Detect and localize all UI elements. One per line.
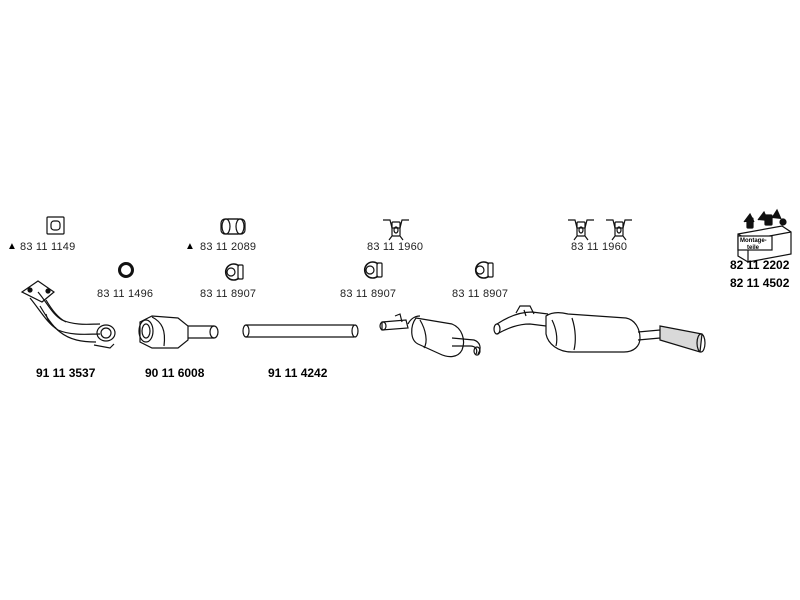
kit-part-number-2: 82 11 4502 (730, 276, 790, 290)
clamp-icon-1 (224, 263, 244, 281)
rear-muffler-illustration (493, 305, 706, 353)
center-muffler-illustration (379, 313, 481, 358)
clamp-sleeve-icon (220, 218, 246, 235)
hanger-part-number-1: 83 11 1960 (367, 241, 424, 253)
square-gasket-icon (46, 216, 65, 235)
intermediate-pipe-illustration (242, 324, 359, 338)
hanger-part-number-2: 83 11 1960 (571, 241, 628, 253)
clamp-icon-3 (474, 261, 494, 279)
svg-text:teile: teile (747, 245, 760, 251)
clamp-icon-2 (363, 261, 383, 279)
o-ring-part-number: 83 11 1496 (97, 288, 154, 300)
warning-triangle-icon-1: ▲ (7, 241, 17, 252)
manifold-pipe-illustration (20, 280, 116, 349)
o-ring-icon (118, 262, 134, 278)
clamp-sleeve-part-number: 83 11 2089 (200, 241, 257, 253)
svg-text:Montage-: Montage- (740, 238, 767, 244)
clamp-part-number-2: 83 11 8907 (340, 288, 397, 300)
rubber-hanger-icon-3 (606, 219, 632, 241)
catalytic-converter-part-number: 90 11 6008 (145, 366, 205, 380)
warning-triangle-icon-2: ▲ (185, 241, 195, 252)
clamp-part-number-1: 83 11 8907 (200, 288, 257, 300)
manifold-pipe-part-number: 91 11 3537 (36, 366, 96, 380)
rubber-hanger-icon-2 (568, 219, 594, 241)
rubber-hanger-icon-1 (383, 219, 409, 241)
clamp-part-number-3: 83 11 8907 (452, 288, 509, 300)
catalytic-converter-illustration (138, 315, 219, 349)
mounting-kit-box-icon: Montage- teile (737, 208, 792, 263)
intermediate-pipe-part-number: 91 11 4242 (268, 366, 328, 380)
kit-part-number-1: 82 11 2202 (730, 258, 790, 272)
gasket-part-number: 83 11 1149 (20, 241, 76, 253)
